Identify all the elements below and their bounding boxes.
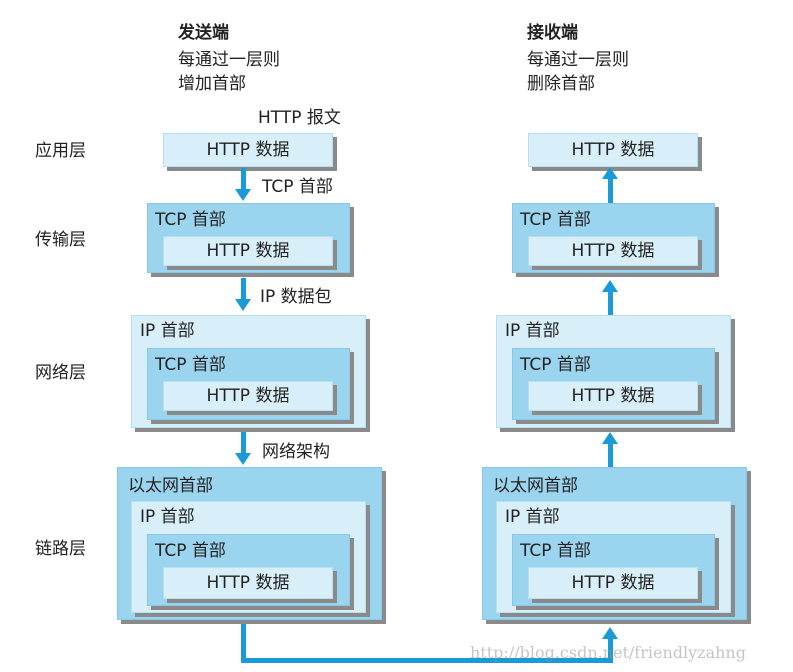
connector-up	[608, 638, 613, 663]
receiver-transport-tcp-box: TCP 首部 HTTP 数据	[512, 203, 715, 273]
http-data-box: HTTP 数据	[163, 567, 333, 599]
receiver-app-http-box: HTTP 数据	[528, 133, 698, 167]
up-arrow-shaft	[608, 444, 613, 467]
label-http-message: HTTP 报文	[258, 108, 341, 128]
http-data-text: HTTP 数据	[206, 140, 290, 160]
ip-header-text: IP 首部	[505, 507, 560, 527]
down-arrow-shaft	[241, 432, 246, 454]
label-network-arch: 网络架构	[262, 442, 330, 462]
http-data-text: HTTP 数据	[571, 140, 655, 160]
tcp-header-text: TCP 首部	[155, 541, 226, 561]
ip-header-text: IP 首部	[140, 507, 195, 527]
up-arrow-shaft	[608, 292, 613, 315]
up-arrow-shaft	[608, 179, 613, 203]
sender-link-eth-box: 以太网首部 IP 首部 TCP 首部 HTTP 数据	[117, 467, 382, 620]
layer-link: 链路层	[35, 539, 86, 559]
http-data-box: HTTP 数据	[528, 381, 698, 411]
down-arrow-icon	[235, 299, 251, 311]
ip-header-text: IP 首部	[140, 321, 195, 341]
http-data-text: HTTP 数据	[206, 386, 290, 406]
layer-application: 应用层	[35, 141, 86, 161]
receiver-network-ip-box: IP 首部 TCP 首部 HTTP 数据	[496, 315, 731, 428]
sender-network-ip-box: IP 首部 TCP 首部 HTTP 数据	[131, 315, 366, 428]
http-data-text: HTTP 数据	[571, 386, 655, 406]
tcp-box: TCP 首部 HTTP 数据	[147, 348, 350, 420]
http-data-text: HTTP 数据	[571, 573, 655, 593]
sender-transport-tcp-box: TCP 首部 HTTP 数据	[147, 203, 350, 273]
eth-header-text: 以太网首部	[128, 476, 213, 496]
down-arrow-icon	[235, 453, 251, 465]
label-tcp-header: TCP 首部	[262, 177, 333, 197]
receiver-desc-1: 每通过一层则	[527, 50, 629, 70]
eth-header-text: 以太网首部	[493, 476, 578, 496]
tcp-box: TCP 首部 HTTP 数据	[512, 534, 715, 606]
layer-transport: 传输层	[35, 230, 86, 250]
down-arrow-shaft	[241, 278, 246, 300]
http-data-box: HTTP 数据	[163, 236, 333, 266]
http-data-text: HTTP 数据	[206, 241, 290, 261]
sender-desc-2: 增加首部	[178, 74, 246, 94]
receiver-desc-2: 删除首部	[527, 74, 595, 94]
http-data-box: HTTP 数据	[163, 381, 333, 411]
down-arrow-icon	[235, 189, 251, 201]
up-arrow-icon	[602, 627, 618, 639]
receiver-title: 接收端	[527, 23, 578, 43]
tcp-header-text: TCP 首部	[520, 210, 591, 230]
ip-box: IP 首部 TCP 首部 HTTP 数据	[131, 501, 366, 613]
up-arrow-icon	[602, 432, 618, 444]
tcp-box: TCP 首部 HTTP 数据	[147, 534, 350, 606]
connector-horizontal	[241, 658, 613, 663]
up-arrow-icon	[602, 280, 618, 292]
label-ip-packet: IP 数据包	[260, 287, 332, 307]
up-arrow-icon	[602, 167, 618, 179]
http-data-box: HTTP 数据	[528, 567, 698, 599]
sender-desc-1: 每通过一层则	[178, 50, 280, 70]
tcp-header-text: TCP 首部	[155, 355, 226, 375]
http-data-text: HTTP 数据	[206, 573, 290, 593]
ip-box: IP 首部 TCP 首部 HTTP 数据	[496, 501, 731, 613]
layer-network: 网络层	[35, 363, 86, 383]
watermark: http://blog.csdn.net/friendlyzahng	[470, 643, 746, 662]
connector-down	[241, 624, 246, 663]
receiver-link-eth-box: 以太网首部 IP 首部 TCP 首部 HTTP 数据	[482, 467, 747, 620]
http-data-box: HTTP 数据	[528, 236, 698, 266]
sender-app-http-box: HTTP 数据	[163, 133, 333, 167]
tcp-box: TCP 首部 HTTP 数据	[512, 348, 715, 420]
tcp-header-text: TCP 首部	[155, 210, 226, 230]
http-data-text: HTTP 数据	[571, 241, 655, 261]
sender-title: 发送端	[178, 23, 229, 43]
tcp-header-text: TCP 首部	[520, 541, 591, 561]
ip-header-text: IP 首部	[505, 321, 560, 341]
down-arrow-shaft	[241, 168, 246, 190]
tcp-header-text: TCP 首部	[520, 355, 591, 375]
